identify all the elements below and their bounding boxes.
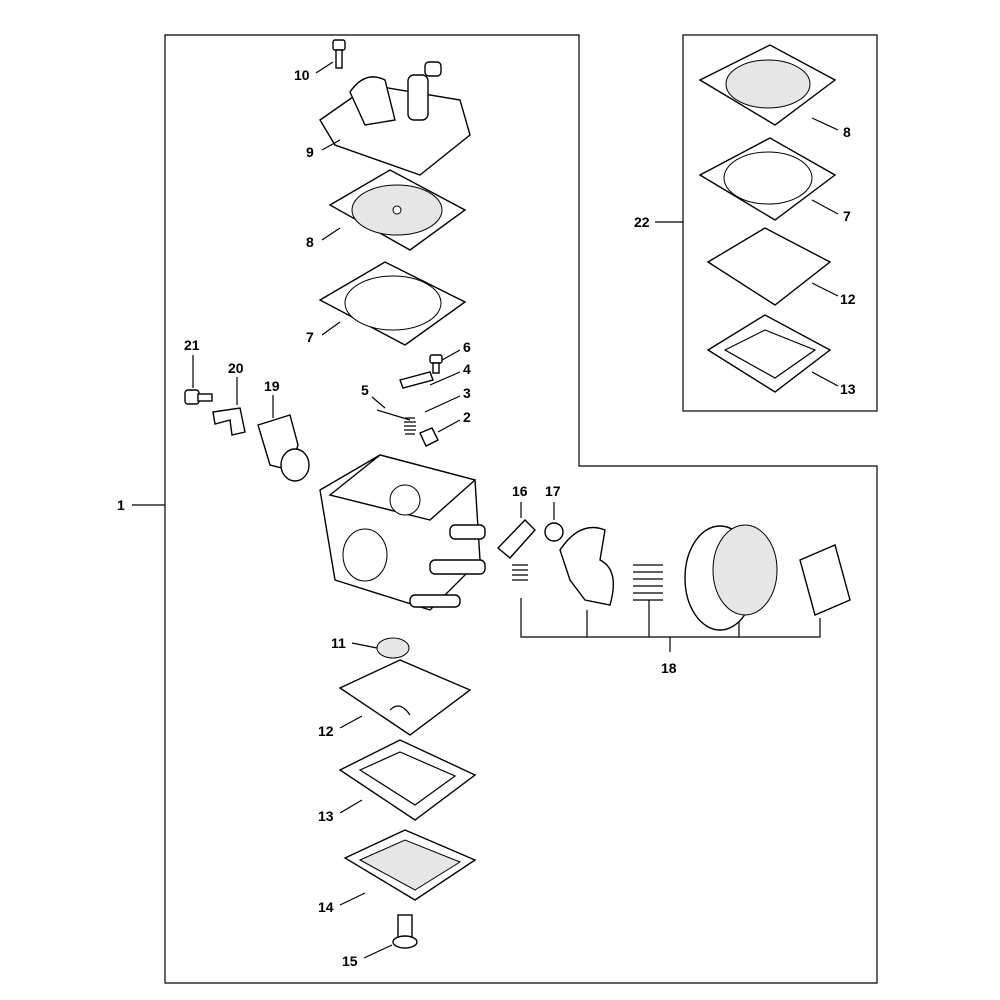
callout-16: 16 — [512, 483, 528, 499]
part-nut-17 — [544, 522, 564, 542]
part-carburetor-body-1 — [319, 454, 486, 611]
kit-frame — [682, 34, 878, 412]
part-spring-18b — [633, 564, 663, 601]
callout-kit-8: 8 — [843, 124, 851, 140]
kit-gasket-12 — [706, 227, 832, 306]
part-bracket-20 — [212, 407, 246, 436]
callout-14: 14 — [318, 899, 334, 915]
callout-10: 10 — [294, 67, 310, 83]
part-screen-11 — [376, 637, 410, 659]
callout-18: 18 — [661, 660, 677, 676]
assembly-frame — [164, 34, 878, 984]
callout-19: 19 — [264, 378, 280, 394]
callout-9: 9 — [306, 144, 314, 160]
callout-21: 21 — [184, 337, 200, 353]
callout-kit-12: 12 — [840, 291, 856, 307]
part-cover-14 — [343, 829, 477, 901]
part-screw-10 — [332, 39, 346, 69]
part-screw-15 — [392, 914, 418, 949]
part-pin-5 — [376, 409, 411, 421]
part-small-screw-6 — [429, 354, 443, 374]
callout-6: 6 — [463, 339, 471, 355]
part-spring-18a — [512, 564, 528, 581]
callout-4: 4 — [463, 361, 471, 377]
part-knob-18 — [684, 524, 778, 631]
part-lever-16 — [496, 519, 536, 559]
callout-kit-13: 13 — [840, 381, 856, 397]
callout-8: 8 — [306, 234, 314, 250]
part-diaphragm-8 — [328, 169, 467, 251]
callout-13: 13 — [318, 808, 334, 824]
callout-2: 2 — [463, 409, 471, 425]
part-gasket-7 — [318, 261, 467, 346]
callout-kit-22: 22 — [634, 214, 650, 230]
kit-gasket-7 — [698, 137, 837, 221]
part-gasket-13 — [338, 739, 477, 821]
callout-20: 20 — [228, 360, 244, 376]
part-spring-3 — [404, 417, 416, 435]
part-throttle-lever-18 — [559, 526, 614, 606]
callout-kit-7: 7 — [843, 208, 851, 224]
part-lever-4 — [399, 371, 434, 389]
part-needle-2 — [419, 427, 439, 447]
kit-gasket-13 — [706, 314, 832, 393]
callout-12: 12 — [318, 723, 334, 739]
callout-17: 17 — [545, 483, 561, 499]
part-pump-cover-9 — [319, 61, 471, 176]
callout-5: 5 — [361, 382, 369, 398]
callout-7: 7 — [306, 329, 314, 345]
leader-lines — [132, 61, 839, 959]
callout-15: 15 — [342, 953, 358, 969]
part-switch-19 — [257, 414, 310, 482]
part-handle-18 — [799, 544, 851, 616]
callout-11: 11 — [331, 635, 346, 651]
part-gasket-12 — [338, 659, 472, 736]
part-screw-21 — [184, 389, 213, 405]
callout-3: 3 — [463, 385, 471, 401]
callout-1: 1 — [117, 497, 125, 513]
kit-diaphragm-8 — [698, 44, 837, 126]
